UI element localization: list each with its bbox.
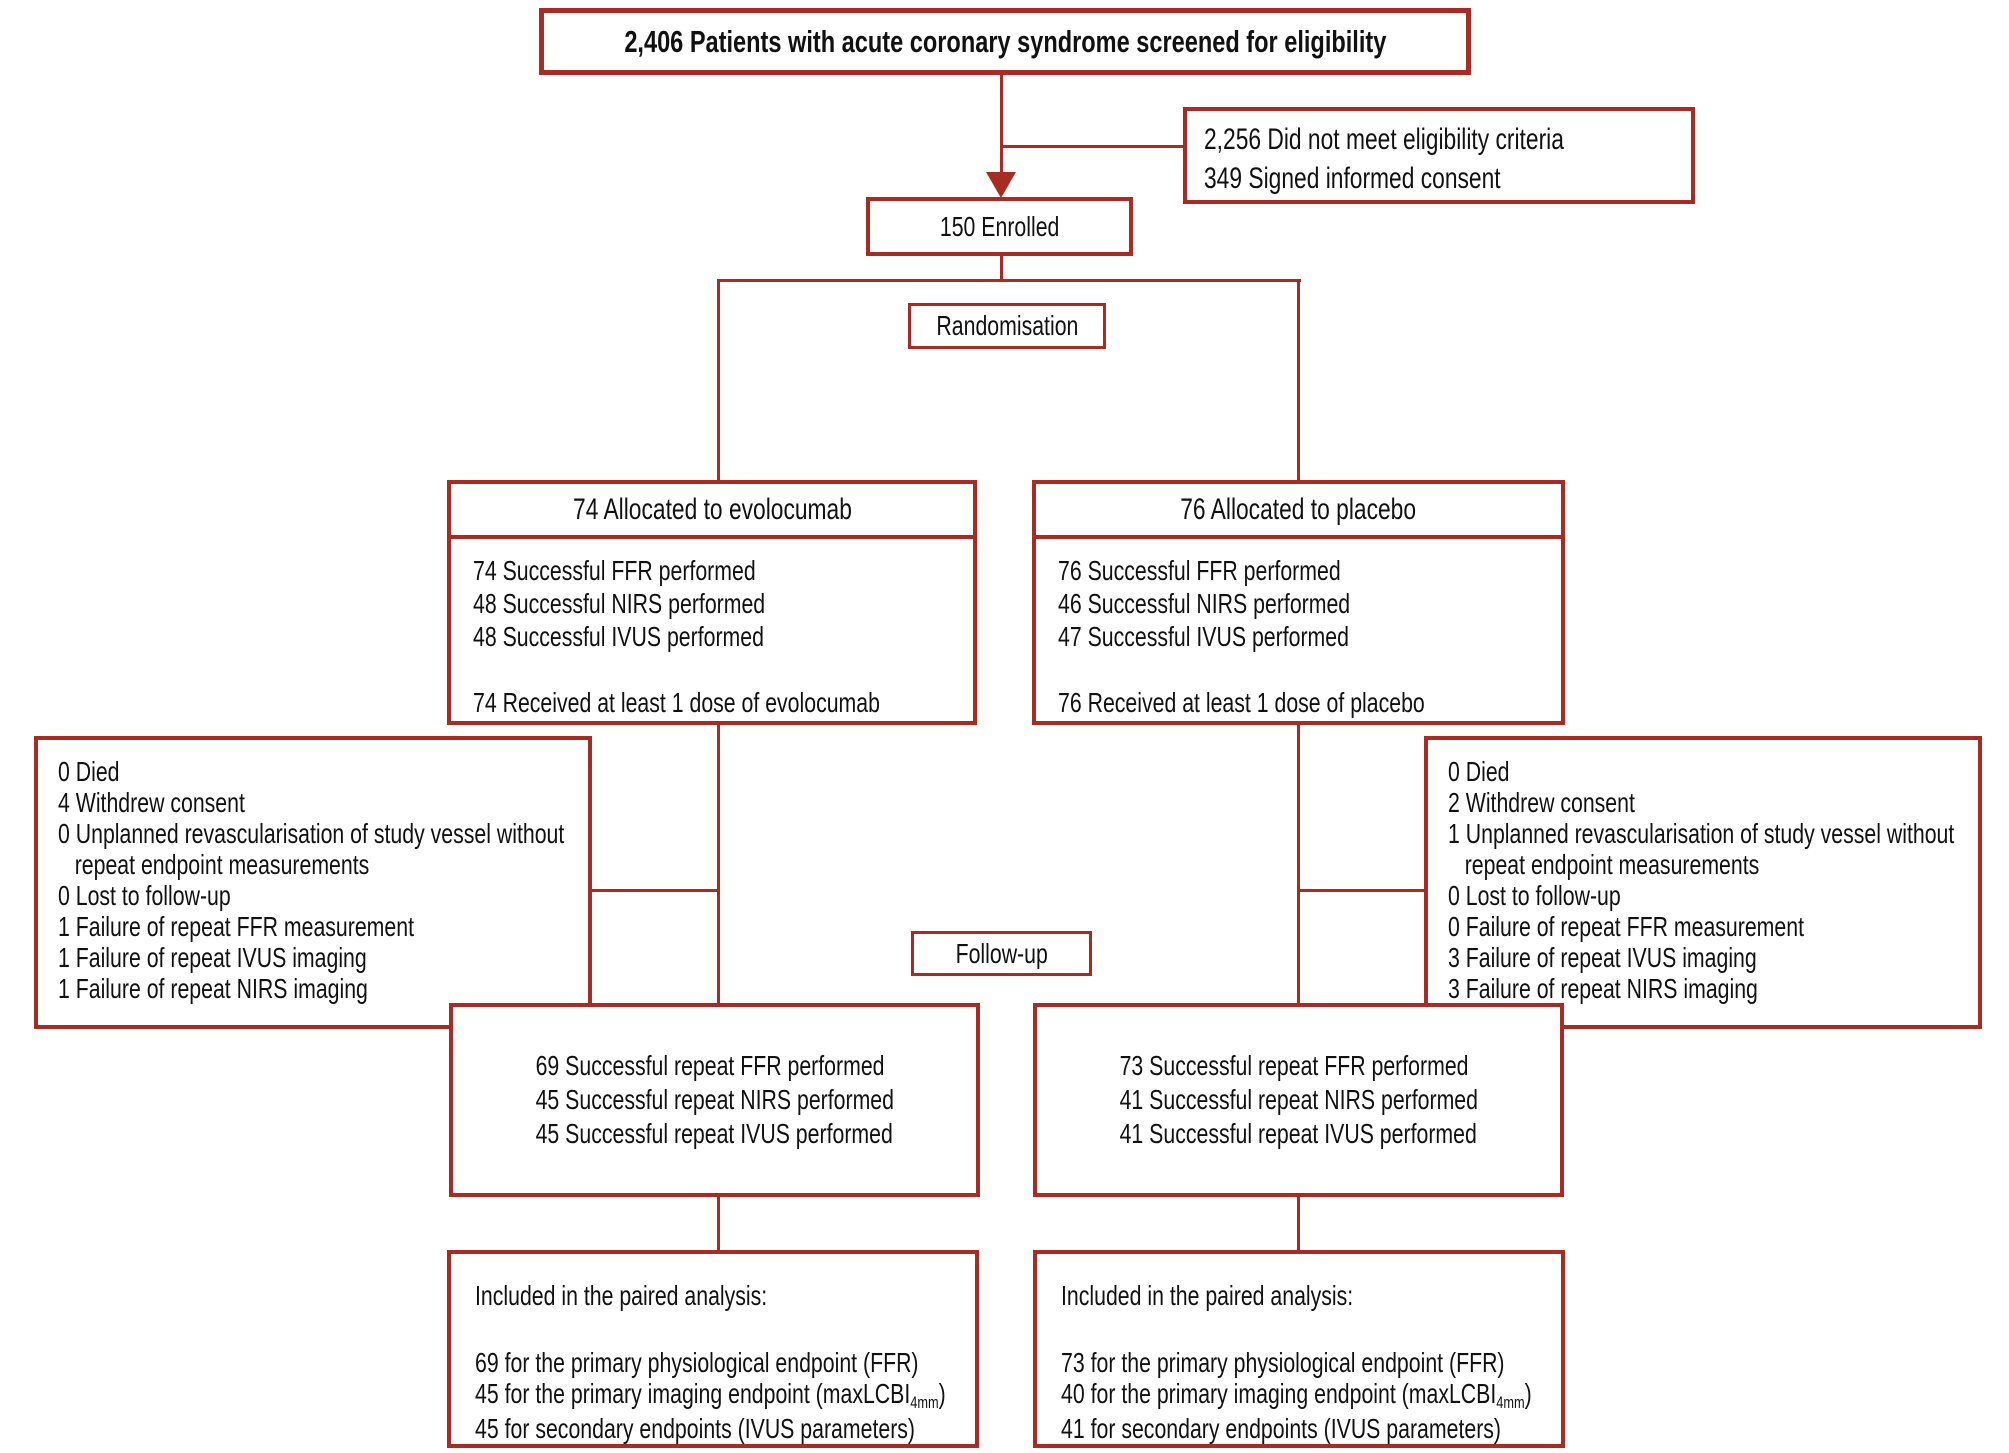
screened-title: 2,406 Patients with acute coronary syndr… xyxy=(623,23,1387,59)
exclusion-line: 0 Died xyxy=(58,756,120,787)
exclusion-line-continuation: repeat endpoint measurements xyxy=(1464,849,1760,880)
repeat-ivus-line: 41 Successful repeat IVUS performed xyxy=(1119,1118,1477,1149)
paired-imaging-suffix: ) xyxy=(938,1378,946,1409)
box-evolocumab-exclusions: 0 Died 4 Withdrew consent 0 Unplanned re… xyxy=(34,736,592,1029)
evolocumab-ivus-line: 48 Successful IVUS performed xyxy=(473,621,764,652)
evolocumab-ffr-line: 74 Successful FFR performed xyxy=(473,555,756,586)
placebo-ivus-line: 47 Successful IVUS performed xyxy=(1058,621,1349,652)
connector-screened-to-enrolled xyxy=(1000,74,1003,174)
connector-evolocumab-to-repeat xyxy=(717,723,720,1006)
placebo-allocation-header: 76 Allocated to placebo xyxy=(1036,484,1561,539)
box-placebo-paired: Included in the paired analysis: 73 for … xyxy=(1033,1250,1565,1448)
paired-ffr-line: 73 for the primary physiological endpoin… xyxy=(1061,1347,1505,1378)
paired-secondary-line: 41 for secondary endpoints (IVUS paramet… xyxy=(1061,1413,1502,1444)
exclusion-line: 0 Lost to follow-up xyxy=(58,880,231,911)
spacer xyxy=(1058,653,1561,686)
repeat-ffr-line: 69 Successful repeat FFR performed xyxy=(535,1050,885,1081)
paired-imaging-prefix: 45 for the primary imaging endpoint (max… xyxy=(475,1378,911,1409)
box-enrolled: 150 Enrolled xyxy=(866,197,1133,256)
box-randomisation: Randomisation xyxy=(908,303,1106,349)
box-not-eligible: 2,256 Did not meet eligibility criteria … xyxy=(1183,107,1695,204)
randomisation-label: Randomisation xyxy=(936,310,1078,341)
connector-placebo-to-repeat xyxy=(1297,723,1300,1006)
box-placebo-repeat: 73 Successful repeat FFR performed 41 Su… xyxy=(1033,1003,1564,1197)
placebo-nirs-line: 46 Successful NIRS performed xyxy=(1058,588,1351,619)
box-placebo-exclusions: 0 Died 2 Withdrew consent 1 Unplanned re… xyxy=(1424,736,1982,1029)
evolocumab-dose-line: 74 Received at least 1 dose of evolocuma… xyxy=(473,687,880,718)
not-eligible-line: 349 Signed informed consent xyxy=(1204,162,1501,195)
exclusion-line: 1 Failure of repeat IVUS imaging xyxy=(58,942,367,973)
box-placebo-allocation: 76 Allocated to placebo 76 Successful FF… xyxy=(1032,480,1565,725)
repeat-ivus-line: 45 Successful repeat IVUS performed xyxy=(535,1118,893,1149)
exclusion-line: 3 Failure of repeat NIRS imaging xyxy=(1448,973,1758,1004)
exclusion-line: 2 Withdrew consent xyxy=(1448,787,1635,818)
connector-left-branch xyxy=(717,279,720,482)
paired-imaging-subscript: 4mm xyxy=(910,1393,939,1413)
connector-branch-not-eligible xyxy=(1000,145,1183,148)
exclusion-line: 4 Withdrew consent xyxy=(58,787,245,818)
box-followup: Follow-up xyxy=(911,931,1092,976)
box-evolocumab-repeat: 69 Successful repeat FFR performed 45 Su… xyxy=(449,1003,980,1197)
repeat-nirs-line: 45 Successful repeat NIRS performed xyxy=(535,1084,894,1115)
connector-evolocumab-exclusions-stub xyxy=(592,889,719,892)
not-eligible-line: 2,256 Did not meet eligibility criteria xyxy=(1204,123,1564,156)
exclusion-line-continuation: repeat endpoint measurements xyxy=(74,849,370,880)
exclusion-line: 1 Unplanned revascularisation of study v… xyxy=(1448,818,1955,849)
connector-placebo-exclusions-stub xyxy=(1298,889,1426,892)
exclusion-line: 0 Lost to follow-up xyxy=(1448,880,1621,911)
spacer xyxy=(473,653,973,686)
paired-imaging-line: 40 for the primary imaging endpoint (max… xyxy=(1061,1378,1532,1413)
paired-imaging-suffix: ) xyxy=(1524,1378,1532,1409)
placebo-ffr-line: 76 Successful FFR performed xyxy=(1058,555,1341,586)
spacer xyxy=(475,1311,975,1347)
enrolled-label: 150 Enrolled xyxy=(939,210,1060,242)
exclusion-line: 3 Failure of repeat IVUS imaging xyxy=(1448,942,1757,973)
connector-evolocumab-to-paired xyxy=(717,1196,720,1252)
box-evolocumab-allocation: 74 Allocated to evolocumab 74 Successful… xyxy=(447,480,977,725)
exclusion-line: 1 Failure of repeat FFR measurement xyxy=(58,911,415,942)
box-evolocumab-paired: Included in the paired analysis: 69 for … xyxy=(447,1250,979,1448)
paired-imaging-subscript: 4mm xyxy=(1496,1393,1525,1413)
connector-randomisation-split xyxy=(717,279,1301,282)
connector-right-branch xyxy=(1297,279,1300,482)
exclusion-line: 0 Died xyxy=(1448,756,1510,787)
paired-ffr-line: 69 for the primary physiological endpoin… xyxy=(475,1347,919,1378)
paired-imaging-prefix: 40 for the primary imaging endpoint (max… xyxy=(1061,1378,1497,1409)
paired-heading: Included in the paired analysis: xyxy=(475,1280,768,1311)
connector-enrolled-to-split xyxy=(1000,255,1003,281)
placebo-dose-line: 76 Received at least 1 dose of placebo xyxy=(1058,687,1425,718)
exclusion-line: 0 Failure of repeat FFR measurement xyxy=(1448,911,1805,942)
paired-heading: Included in the paired analysis: xyxy=(1061,1280,1354,1311)
evolocumab-nirs-line: 48 Successful NIRS performed xyxy=(473,588,766,619)
arrow-down-icon xyxy=(986,172,1016,198)
exclusion-line: 1 Failure of repeat NIRS imaging xyxy=(58,973,368,1004)
paired-secondary-line: 45 for secondary endpoints (IVUS paramet… xyxy=(475,1413,916,1444)
paired-imaging-line: 45 for the primary imaging endpoint (max… xyxy=(475,1378,946,1413)
placebo-allocation-title: 76 Allocated to placebo xyxy=(1180,492,1417,526)
connector-placebo-to-paired xyxy=(1297,1196,1300,1252)
spacer xyxy=(1061,1311,1561,1347)
exclusion-line: 0 Unplanned revascularisation of study v… xyxy=(58,818,565,849)
box-screened: 2,406 Patients with acute coronary syndr… xyxy=(539,8,1471,75)
repeat-ffr-line: 73 Successful repeat FFR performed xyxy=(1119,1050,1469,1081)
repeat-nirs-line: 41 Successful repeat NIRS performed xyxy=(1119,1084,1478,1115)
followup-label: Follow-up xyxy=(955,937,1048,969)
evolocumab-allocation-header: 74 Allocated to evolocumab xyxy=(451,484,973,539)
evolocumab-allocation-title: 74 Allocated to evolocumab xyxy=(572,492,852,526)
